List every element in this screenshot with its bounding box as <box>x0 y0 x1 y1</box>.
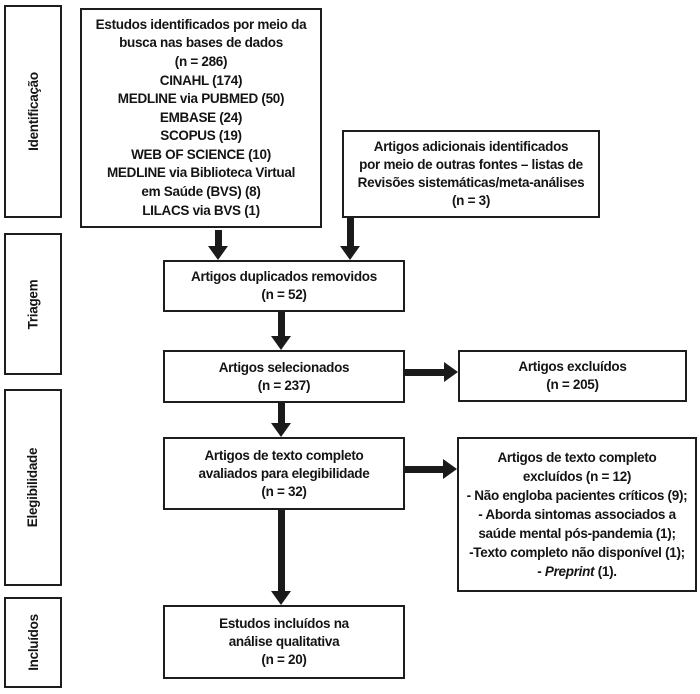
box-identified-line: MEDLINE via Biblioteca Virtual <box>106 165 296 181</box>
box-records-excluded: Artigos excluídos (n = 205) <box>458 350 687 402</box>
stage-included: Incluídos <box>4 597 62 688</box>
box-identified-line: LILACS via BVS (1) <box>142 202 260 218</box>
box-duplicates-line: (n = 52) <box>261 287 307 302</box>
box-fulltext-excluded: Artigos de texto completo excluídos (n =… <box>457 437 697 592</box>
box-fulltext-line: avaliados para elegibilidade <box>198 465 370 481</box>
box-fulltext-excluded-preprint-line: - Preprint (1). <box>537 564 617 579</box>
box-included-line: (n = 20) <box>261 652 307 667</box>
box-identified-line: (n = 286) <box>174 53 228 69</box>
stage-identification: Identificação <box>4 5 62 218</box>
box-additional-line: por meio de outras fontes – listas de <box>359 157 583 172</box>
box-duplicates-removed: Artigos duplicados removidos (n = 52) <box>163 260 405 312</box>
box-identified-line: WEB OF SCIENCE (10) <box>131 146 271 162</box>
stage-identification-label: Identificação <box>25 72 41 151</box>
box-identified-line: CINAHL (174) <box>159 72 243 88</box>
box-duplicates-line: Artigos duplicados removidos <box>191 269 377 284</box>
box-records-screened: Artigos selecionados (n = 237) <box>163 350 405 403</box>
box-fulltext-excluded-line: Artigos de texto completo <box>497 450 657 465</box>
box-fulltext-excluded-line: excluídos (n = 12) <box>522 469 632 484</box>
stage-screening: Triagem <box>4 233 62 375</box>
box-identified-line: MEDLINE via PUBMED (50) <box>117 91 285 107</box>
box-identified-line: SCOPUS (19) <box>160 128 242 144</box>
box-included-line: Estudos incluídos na <box>219 616 349 631</box>
box-fulltext-excluded-line: -Texto completo não disponível (1); <box>469 545 685 560</box>
box-fulltext-line: (n = 32) <box>261 483 307 499</box>
box-fulltext-excluded-line: saúde mental pós-pandemia (1); <box>478 526 676 541</box>
preprint-italic-text: Preprint <box>544 564 595 579</box>
box-identified-line: busca nas bases de dados <box>119 35 283 51</box>
box-fulltext-line: Artigos de texto completo <box>204 447 364 463</box>
box-additional-line: Revisões sistemáticas/meta-análises <box>357 175 585 190</box>
stage-included-label: Incluídos <box>25 614 41 671</box>
box-additional-line: Artigos adicionais identificados <box>373 139 569 154</box>
box-additional-records: Artigos adicionais identificados por mei… <box>342 130 600 218</box>
box-excluded-line: (n = 205) <box>546 377 599 392</box>
box-included-line: análise qualitativa <box>228 634 340 649</box>
box-fulltext-excluded-line: - Não engloba pacientes críticos (9); <box>466 488 688 503</box>
box-screened-line: Artigos selecionados <box>218 359 350 375</box>
box-identified-line: Estudos identificados por meio da <box>95 16 307 32</box>
stage-eligibility: Elegibilidade <box>4 389 62 586</box>
box-identified-records: Estudos identificados por meio da busca … <box>80 8 322 228</box>
box-screened-line: (n = 237) <box>257 377 311 393</box>
box-fulltext-excluded-line: - Aborda sintomas associados a <box>478 507 676 522</box>
box-excluded-line: Artigos excluídos <box>518 359 627 374</box>
box-studies-included: Estudos incluídos na análise qualitativa… <box>163 605 405 679</box>
box-additional-line: (n = 3) <box>451 193 491 208</box>
box-identified-line: em Saúde (BVS) (8) <box>141 184 261 200</box>
box-identified-line: EMBASE (24) <box>159 109 243 125</box>
stage-screening-label: Triagem <box>25 279 41 329</box>
box-fulltext-assessed: Artigos de texto completo avaliados para… <box>163 437 405 510</box>
stage-eligibility-label: Elegibilidade <box>25 447 41 528</box>
